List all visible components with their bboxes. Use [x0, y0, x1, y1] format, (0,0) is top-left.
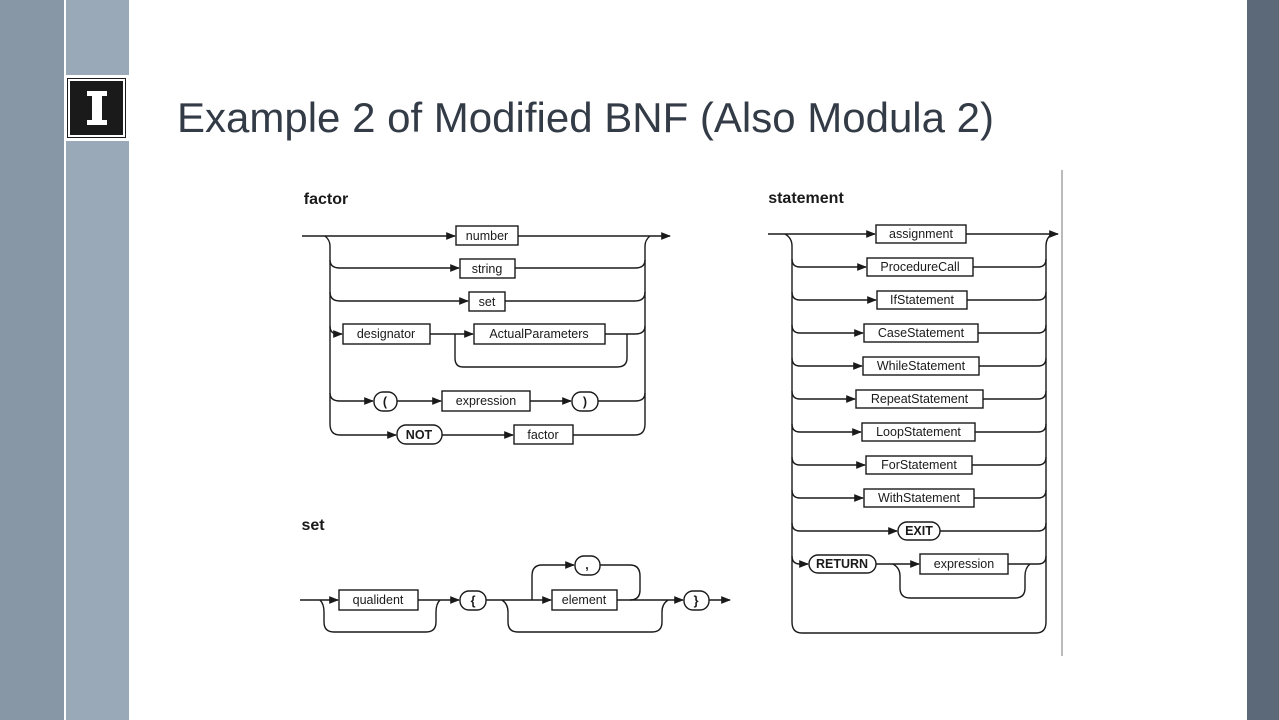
statement-item-box: [862, 356, 980, 376]
university-logo: I: [64, 75, 129, 141]
set-heading: set: [301, 517, 325, 534]
factor-expression-label: expression: [456, 394, 516, 408]
statement-return-line: [1008, 555, 1047, 565]
statement-branch-line: [979, 357, 1047, 367]
statement-item-label: WithStatement: [878, 491, 961, 505]
slide-title: Example 2 of Modified BNF (Also Modula 2…: [177, 94, 995, 141]
right-sidebar-band: [1247, 0, 1279, 720]
statement-item-box: [866, 257, 974, 277]
statement-item-box: [876, 290, 968, 310]
set-rbrace-label: }: [694, 594, 699, 608]
statement-return-label: RETURN: [816, 557, 868, 571]
statement-heading: statement: [768, 190, 844, 207]
factor-heading: factor: [304, 191, 348, 208]
factor-string-label: string: [472, 262, 503, 276]
statement-exit-label: EXIT: [905, 524, 933, 538]
factor-set-label: set: [479, 295, 496, 309]
statement-branch-line: [972, 456, 1047, 466]
statement-branch-line: [791, 291, 877, 304]
statement-branch-line: [791, 390, 856, 403]
left-sidebar-stripe: [0, 0, 64, 720]
statement-item-label: ForStatement: [881, 458, 957, 472]
factor-designator-label: designator: [357, 327, 415, 341]
left-sidebar-divider: [64, 0, 66, 720]
factor-number-label: number: [466, 229, 508, 243]
statement-item-label: IfStatement: [890, 293, 954, 307]
statement-expression-box: [919, 553, 1009, 575]
block-i-icon: I: [87, 91, 107, 125]
statement-branch-line: [791, 324, 864, 337]
statement-item-box: [863, 323, 979, 343]
statement-return-line: [791, 555, 809, 568]
statement-branch-line: [967, 291, 1047, 301]
factor-actualparameters-label: ActualParameters: [489, 327, 588, 341]
statement-item-label: assignment: [889, 227, 953, 241]
statement-branch-line: [983, 390, 1047, 400]
statement-branch-line: [791, 423, 862, 436]
statement-branch-line: [791, 357, 863, 370]
statement-item-label: WhileStatement: [877, 359, 966, 373]
statement-return-box: [808, 554, 877, 574]
statement-item-box: [861, 422, 976, 442]
syntax-diagrams: factor number string set designator Actu…: [300, 170, 1063, 656]
statement-item-box: [865, 455, 973, 475]
statement-exit-box: [897, 521, 941, 541]
factor-factor-label: factor: [527, 428, 558, 442]
factor-rparen-label: ): [583, 395, 587, 409]
statement-item-label: CaseStatement: [878, 326, 965, 340]
statement-item-box: [855, 389, 984, 409]
statement-branch-line: [974, 489, 1047, 499]
statement-exit-line: [940, 522, 1047, 532]
factor-lparen-label: (: [383, 395, 388, 409]
logo-emblem: I: [67, 78, 126, 138]
statement-branch-line: [791, 258, 867, 271]
factor-not-label: NOT: [406, 428, 433, 442]
statement-branch-line: [978, 324, 1047, 334]
statement-branch-line: [791, 456, 866, 469]
set-qualident-label: qualident: [353, 593, 404, 607]
set-element-label: element: [562, 593, 607, 607]
set-lbrace-label: {: [471, 594, 476, 608]
statement-branch-line: [973, 258, 1047, 268]
statement-branch-line: [791, 489, 864, 502]
statement-item-label: ProcedureCall: [880, 260, 959, 274]
statement-item-box: [875, 224, 967, 244]
statement-exit-line: [791, 522, 898, 535]
statement-item-label: RepeatStatement: [871, 392, 969, 406]
statement-item-box: [863, 488, 975, 508]
statement-return-bypass: [892, 563, 1031, 599]
statement-expression-label: expression: [934, 557, 994, 571]
set-comma-label: ,: [585, 558, 588, 572]
statement-item-label: LoopStatement: [876, 425, 961, 439]
statement-branch-line: [975, 423, 1047, 433]
